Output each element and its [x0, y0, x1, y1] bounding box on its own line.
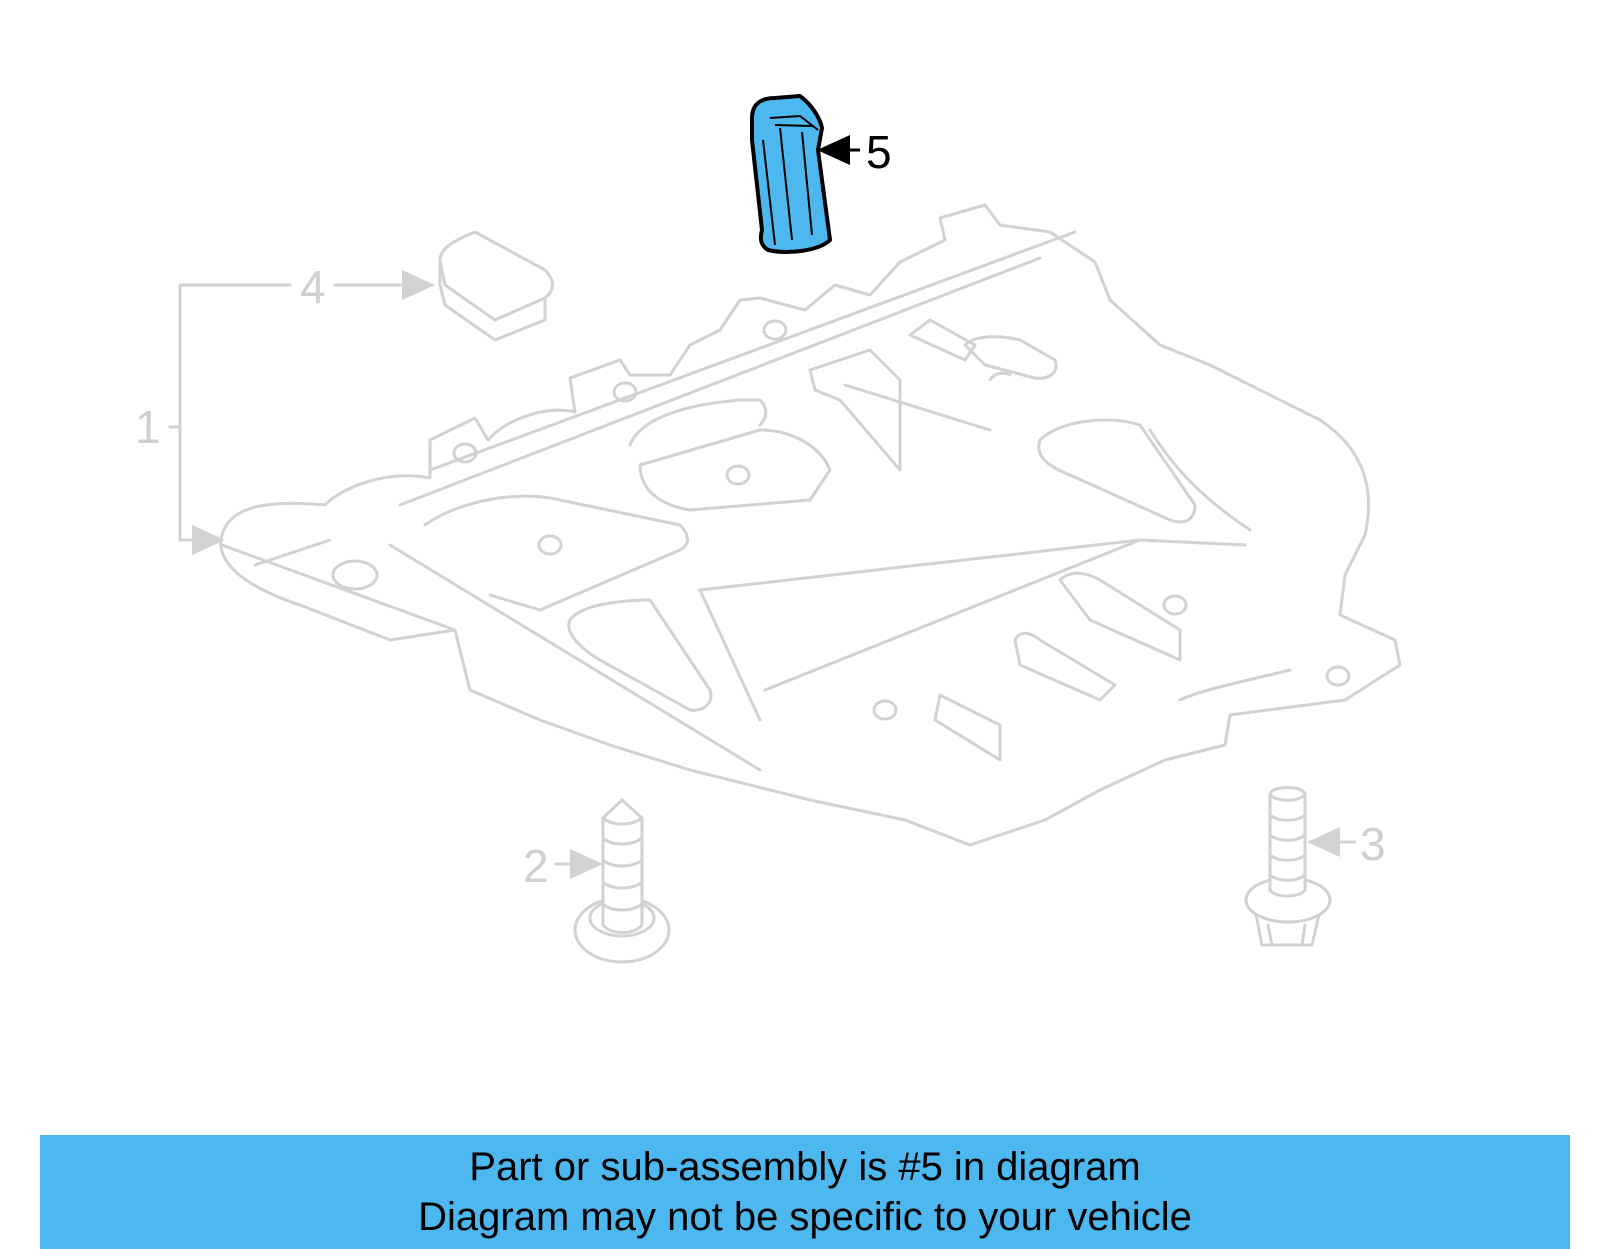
bolt-part-3 [1244, 786, 1332, 947]
bracket-part-5-highlighted[interactable] [750, 94, 832, 254]
banner-line-1: Part or sub-assembly is #5 in diagram [469, 1145, 1141, 1189]
bolt-part-2 [573, 798, 671, 964]
callout-5: 5 [866, 126, 892, 178]
clip-part-4 [438, 230, 554, 342]
leader-lines [168, 135, 1357, 879]
callout-4: 4 [300, 261, 326, 313]
callout-2: 2 [523, 840, 549, 892]
callout-3: 3 [1360, 818, 1386, 870]
info-banner: Part or sub-assembly is #5 in diagram Di… [40, 1135, 1570, 1249]
skid-plate-part-1 [219, 203, 1402, 847]
callout-1: 1 [135, 401, 161, 453]
banner-line-2: Diagram may not be specific to your vehi… [418, 1195, 1192, 1239]
